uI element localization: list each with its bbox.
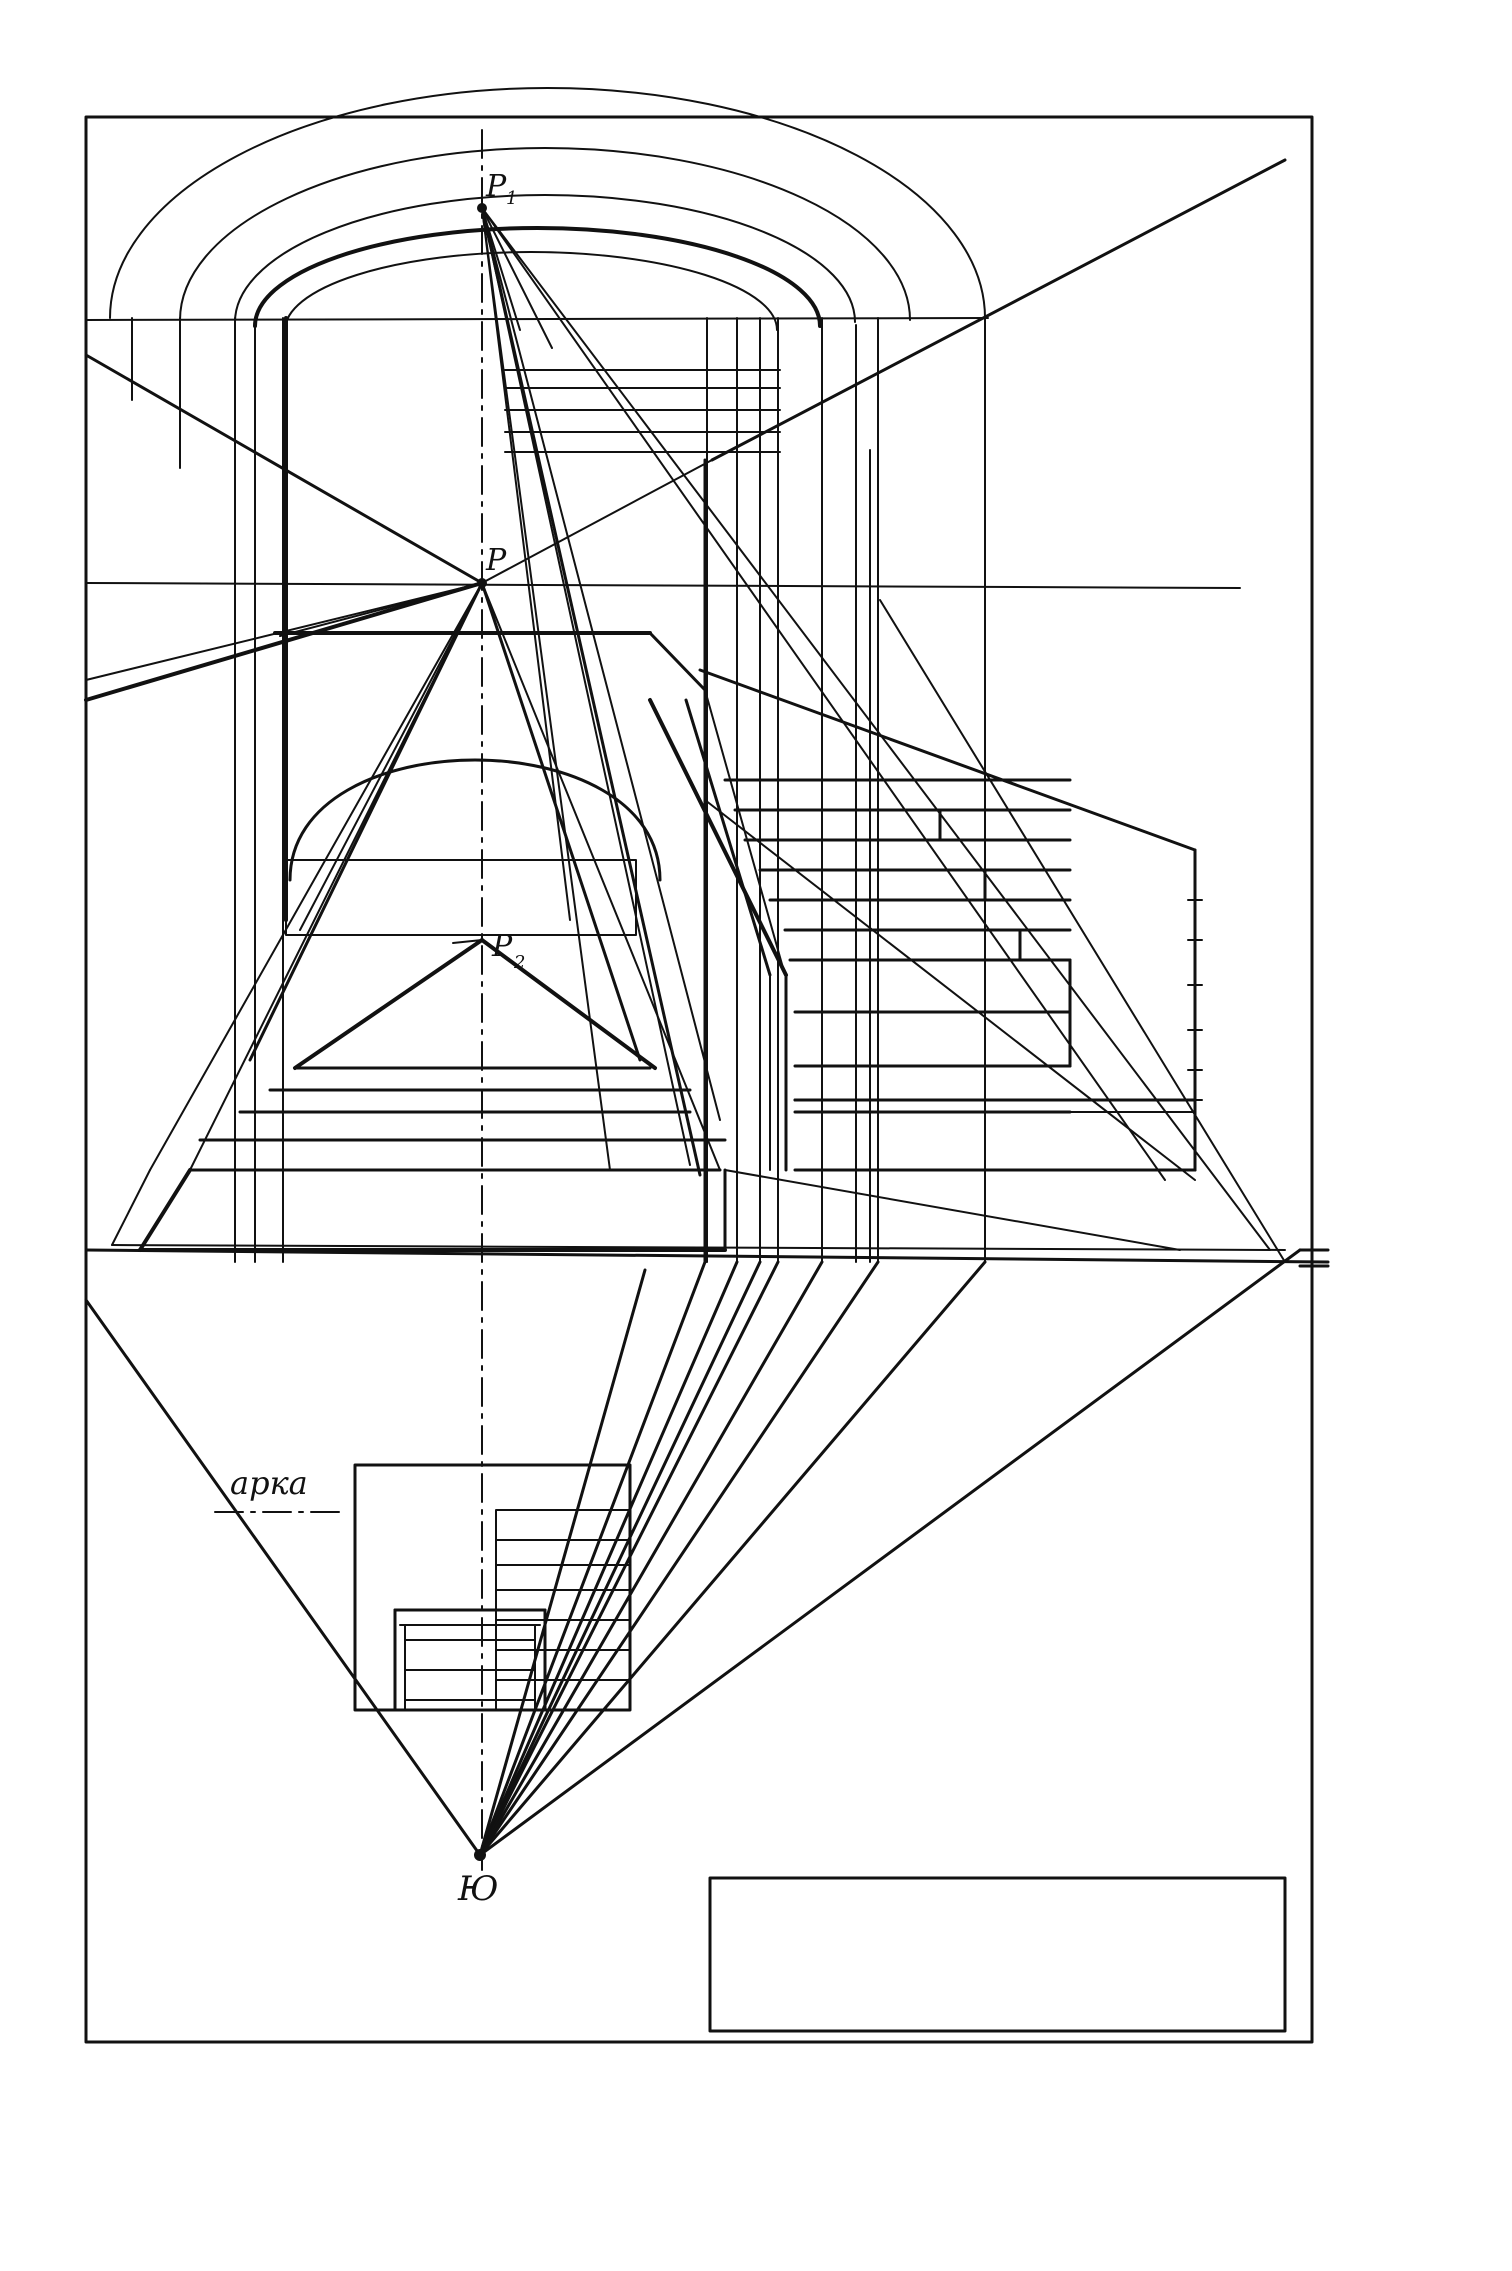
station-ray [478, 1260, 762, 1857]
p1-ray [481, 207, 1166, 1181]
inner-arch [288, 758, 662, 882]
arch-ring [284, 251, 778, 331]
platform-side [111, 1169, 151, 1246]
p1-ray [481, 207, 1271, 1251]
vanishing-point-p [477, 578, 487, 588]
label-p2: P [491, 929, 513, 964]
side-wall-diagonal [704, 799, 1196, 1181]
p2-triangle [480, 938, 657, 1070]
side-wall-top [698, 668, 1197, 852]
station-ray [478, 1260, 880, 1857]
station-ray [478, 1260, 739, 1857]
station-point [474, 1849, 486, 1861]
ground-line [111, 1244, 1286, 1251]
inner-lintel [285, 859, 637, 936]
p-ray [149, 582, 483, 1171]
p1-ray [481, 207, 553, 349]
station-ray [478, 1260, 707, 1857]
vanishing-ray [710, 158, 1287, 462]
arch-ring [109, 87, 986, 319]
stair-stringer [684, 698, 772, 977]
p2-triangle [293, 938, 484, 1070]
arch-ring [234, 194, 856, 323]
p-ray [480, 581, 642, 1062]
vanishing-ray [481, 459, 713, 584]
station-ray [478, 1268, 647, 1857]
stair-stringer [648, 698, 788, 977]
side-wall-diagonal [879, 599, 1286, 1263]
p-ray [299, 582, 483, 931]
stair-stringer [704, 689, 786, 976]
arch-ring [179, 147, 911, 321]
p-ray [481, 582, 721, 1171]
p1-ray [481, 207, 611, 1171]
p-ray [248, 581, 484, 1062]
label-station-point: Ю [457, 1869, 499, 1909]
arch-ring [253, 226, 822, 328]
platform-side [138, 1168, 192, 1252]
label-arch-plan: арка [230, 1464, 308, 1502]
label-p: P [485, 543, 507, 578]
vanishing-point-p1 [477, 203, 487, 213]
label-p2-sub: 2 [513, 952, 525, 973]
station-ray [478, 1260, 987, 1857]
inner-top-edge [648, 631, 707, 692]
station-ray [84, 1298, 482, 1857]
station-ray [478, 1248, 1302, 1857]
label-p1: P [485, 169, 507, 204]
label-p1-sub: 1 [506, 188, 517, 209]
plan-stair [495, 1509, 631, 1711]
p1-ray [480, 206, 702, 1177]
p2-tick [452, 939, 483, 944]
title-block [708, 1876, 1287, 2033]
vanishing-ray [84, 581, 484, 702]
horizon-line [85, 582, 1241, 589]
platform-front [724, 1169, 1181, 1251]
vanishing-ray [84, 353, 484, 585]
station-ray [478, 1260, 824, 1857]
vanishing-ray [279, 582, 483, 637]
p1-ray [481, 207, 721, 1121]
sheet-border [84, 115, 1314, 2044]
